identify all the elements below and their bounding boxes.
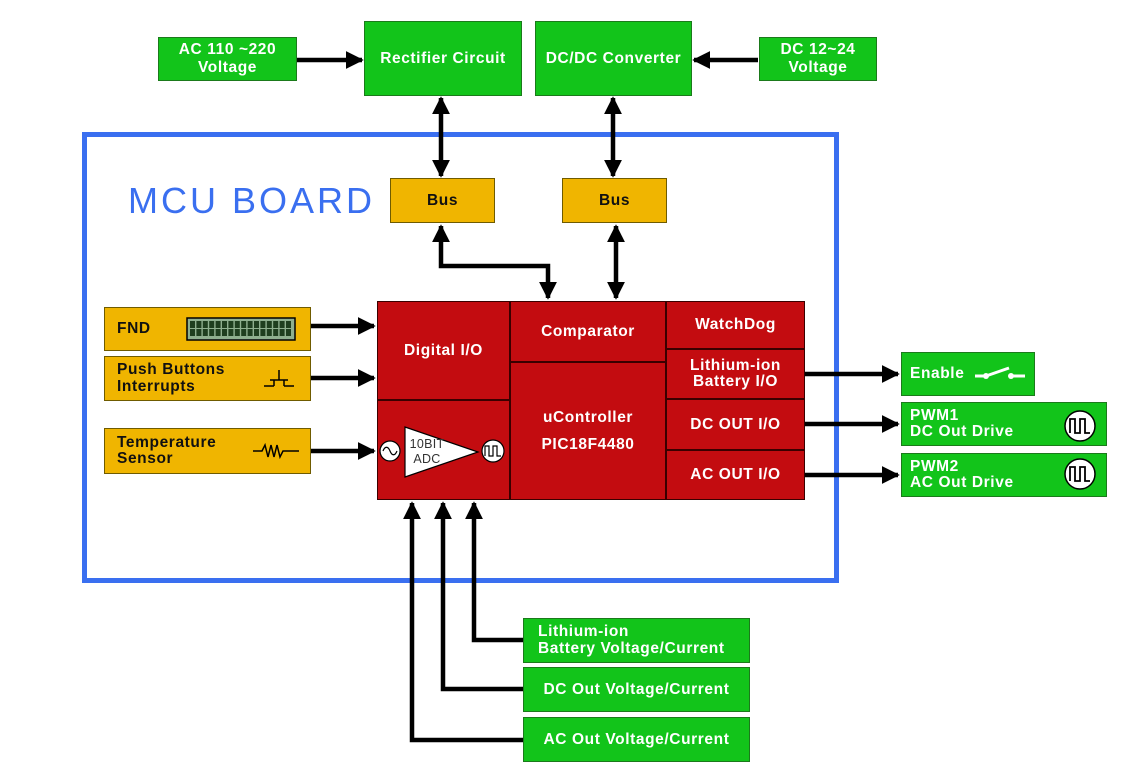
push-buttons-box: Push Buttons Interrupts bbox=[104, 356, 311, 401]
lcd-cell bbox=[254, 321, 259, 328]
ac-sensor-arrow bbox=[403, 501, 523, 743]
adc-label: 10BIT ADC bbox=[409, 437, 445, 466]
pwm2-label: PWM2 AC Out Drive bbox=[910, 457, 1014, 491]
lcd-cell bbox=[209, 321, 215, 328]
fnd-label: FND bbox=[117, 320, 151, 338]
digital-io-block: Digital I/O bbox=[377, 301, 510, 400]
switch-icon bbox=[975, 366, 1025, 379]
sine-wave-icon bbox=[253, 442, 299, 460]
mcu-board-frame bbox=[82, 132, 839, 583]
lcd-cell bbox=[247, 321, 253, 328]
comparator-block: Comparator bbox=[510, 301, 666, 362]
lcd-cell bbox=[273, 329, 279, 336]
lcd-cell bbox=[266, 329, 272, 336]
dcdc-converter-box: DC/DC Converter bbox=[535, 21, 692, 96]
mcu-board-title: MCU BOARD bbox=[128, 180, 376, 221]
enable-label: Enable bbox=[910, 365, 965, 383]
lcd-cell bbox=[266, 321, 272, 328]
bus-left: Bus bbox=[390, 178, 495, 223]
push-switch-icon bbox=[264, 370, 294, 387]
dc-input-box: DC 12~24 Voltage bbox=[759, 37, 877, 81]
lcd-cell bbox=[196, 329, 202, 336]
lcd-cell bbox=[190, 321, 195, 328]
ac-out-io-block: AC OUT I/O bbox=[666, 450, 805, 500]
adc-amplifier-icon bbox=[379, 426, 505, 478]
lcd-cell bbox=[254, 329, 259, 336]
ac-input-box: AC 110 ~220 Voltage bbox=[158, 37, 297, 81]
dc-out-io-block: DC OUT I/O bbox=[666, 399, 805, 450]
watchdog-block: WatchDog bbox=[666, 301, 805, 349]
lcd-display-icon bbox=[186, 317, 296, 341]
lcd-cell bbox=[202, 321, 208, 328]
lcd-cell bbox=[241, 321, 247, 328]
lcd-cell bbox=[190, 329, 195, 336]
rectifier-circuit-box: Rectifier Circuit bbox=[364, 21, 522, 96]
lcd-cell bbox=[209, 329, 215, 336]
ucontroller-block: uController PIC18F4480 bbox=[510, 362, 666, 500]
lcd-cell bbox=[286, 329, 291, 336]
lcd-cell bbox=[286, 321, 291, 328]
lcd-cell bbox=[279, 321, 285, 328]
lcd-cell bbox=[279, 329, 285, 336]
lcd-cell bbox=[222, 321, 227, 328]
lcd-cell bbox=[228, 321, 234, 328]
lcd-cell bbox=[222, 329, 227, 336]
pwm1-label: PWM1 DC Out Drive bbox=[910, 406, 1014, 440]
square-wave-icon bbox=[1064, 458, 1096, 490]
temperature-sensor-box: Temperature Sensor bbox=[104, 428, 311, 474]
lcd-cell bbox=[215, 329, 221, 336]
battery-sensor-label: Lithium-ion Battery Voltage/Current bbox=[538, 623, 725, 657]
lcd-cell bbox=[273, 321, 279, 328]
lcd-cell bbox=[247, 329, 253, 336]
lcd-cell bbox=[215, 321, 221, 328]
enable-box: Enable bbox=[901, 352, 1035, 396]
battery-sensor-box: Lithium-ion Battery Voltage/Current bbox=[523, 618, 750, 663]
push-buttons-label: Push Buttons Interrupts bbox=[117, 361, 225, 395]
lcd-cell bbox=[228, 329, 234, 336]
dc-out-sensor-box: DC Out Voltage/Current bbox=[523, 667, 750, 712]
square-wave-icon bbox=[1064, 410, 1096, 442]
bus-right: Bus bbox=[562, 178, 667, 223]
lcd-cell bbox=[234, 329, 240, 336]
dc-sensor-arrow bbox=[434, 501, 523, 692]
temperature-sensor-label: Temperature Sensor bbox=[117, 433, 217, 467]
left-bus-comparator-arrow bbox=[432, 224, 557, 300]
ac-out-sensor-box: AC Out Voltage/Current bbox=[523, 717, 750, 762]
lcd-cell bbox=[196, 321, 202, 328]
lcd-cell bbox=[260, 329, 266, 336]
lcd-cell bbox=[241, 329, 247, 336]
battery-sensor-arrow bbox=[465, 501, 523, 643]
lcd-cell bbox=[234, 321, 240, 328]
lcd-cell bbox=[260, 321, 266, 328]
lithium-battery-io-block: Lithium-ion Battery I/O bbox=[666, 349, 805, 399]
lcd-cell bbox=[202, 329, 208, 336]
